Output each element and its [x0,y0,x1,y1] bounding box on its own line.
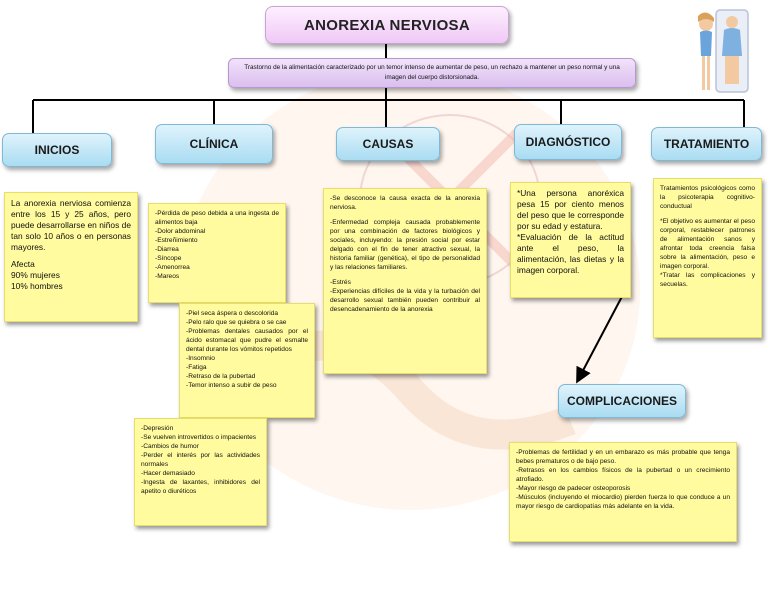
diagnostico-note: *Una persona anoréxica pesa 15 por cient… [510,182,631,298]
causas-p2: -Enfermedad compleja causada probablemen… [330,219,480,271]
diagram-title: ANOREXIA NERVIOSA [265,6,509,44]
mirror-illustration [698,9,749,93]
inicios-text: La anorexia nerviosa comienza entre los … [11,198,131,252]
tratamiento-p3: *Tratar las complicaciones y secuelas. [660,272,755,288]
list-item: -Problemas dentales causados por el ácid… [186,328,308,353]
list-item: -Mareos [155,273,180,280]
diagnostico-p2: *Evaluación de la actitud ante el peso, … [517,232,624,275]
causas-p1: -Se desconoce la causa exacta de la anor… [330,195,480,211]
list-item: -Mayor riesgo de padecer osteoporosis [516,485,631,492]
category-inicios: INICIOS [2,133,112,167]
diagnostico-p1: *Una persona anoréxica pesa 15 por cient… [517,188,624,231]
list-item: -Se vuelven introvertidos o impacientes [141,434,257,441]
list-item: -Dolor abdominal [155,228,206,235]
list-item: -Retrasos en los cambios físicos de la p… [516,467,730,483]
category-tratamiento: TRATAMIENTO [651,127,762,161]
causas-p4: -Experiencias difíciles de la vida y la … [330,288,480,313]
list-item: -Músculos (incluyendo el miocardio) pier… [516,494,730,510]
list-item: -Síncope [155,255,182,262]
inicios-note: La anorexia nerviosa comienza entre los … [4,192,138,322]
list-item: -Amenorrea [155,264,190,271]
tratamiento-p2: *El objetivo es aumentar el peso corpora… [660,218,755,270]
category-causas: CAUSAS [336,127,440,161]
tratamiento-note: Tratamientos psicológicos como la psicot… [653,178,762,338]
list-item: -Cambios de humor [141,443,199,450]
causas-note: -Se desconoce la causa exacta de la anor… [323,188,487,374]
list-item: -Insomnio [186,355,215,362]
inicios-men: 10% hombres [11,281,63,291]
list-item: -Perder el interés por las actividades n… [141,452,260,468]
list-item: -Fatiga [186,364,207,371]
clinica-note-3: -Depresión -Se vuelven introvertidos o i… [134,418,267,526]
tratamiento-p1: Tratamientos psicológicos como la psicot… [660,185,755,210]
list-item: -Temor intenso a subir de peso [186,382,277,389]
list-item: -Retraso de la pubertad [186,373,256,380]
inicios-afecta: Afecta [11,259,35,269]
category-diagnostico: DIAGNÓSTICO [514,124,622,160]
clinica-note-2: -Piel seca áspera o descolorida -Pelo ra… [179,303,315,418]
list-item: -Depresión [141,425,174,432]
list-item: -Pelo ralo que se quiebra o se cae [186,319,287,326]
complicaciones-note: -Problemas de fertilidad y en un embaraz… [509,442,737,542]
list-item: -Pérdida de peso debida a una ingesta de… [155,210,279,226]
inicios-women: 90% mujeres [11,270,60,280]
list-item: -Hacer demasiado [141,470,195,477]
definition-box: Trastorno de la alimentación caracteriza… [228,58,636,88]
category-complicaciones: COMPLICACIONES [558,384,686,418]
list-item: -Ingesta de laxantes, inhibidores del ap… [141,479,260,495]
list-item: -Piel seca áspera o descolorida [186,310,278,317]
clinica-note-1: -Pérdida de peso debida a una ingesta de… [148,203,286,303]
causas-p3: -Estrés [330,279,351,286]
list-item: -Diarrea [155,246,179,253]
list-item: -Estreñimiento [155,237,198,244]
list-item: -Problemas de fertilidad y en un embaraz… [516,449,730,465]
category-clinica: CLÍNICA [155,124,273,164]
